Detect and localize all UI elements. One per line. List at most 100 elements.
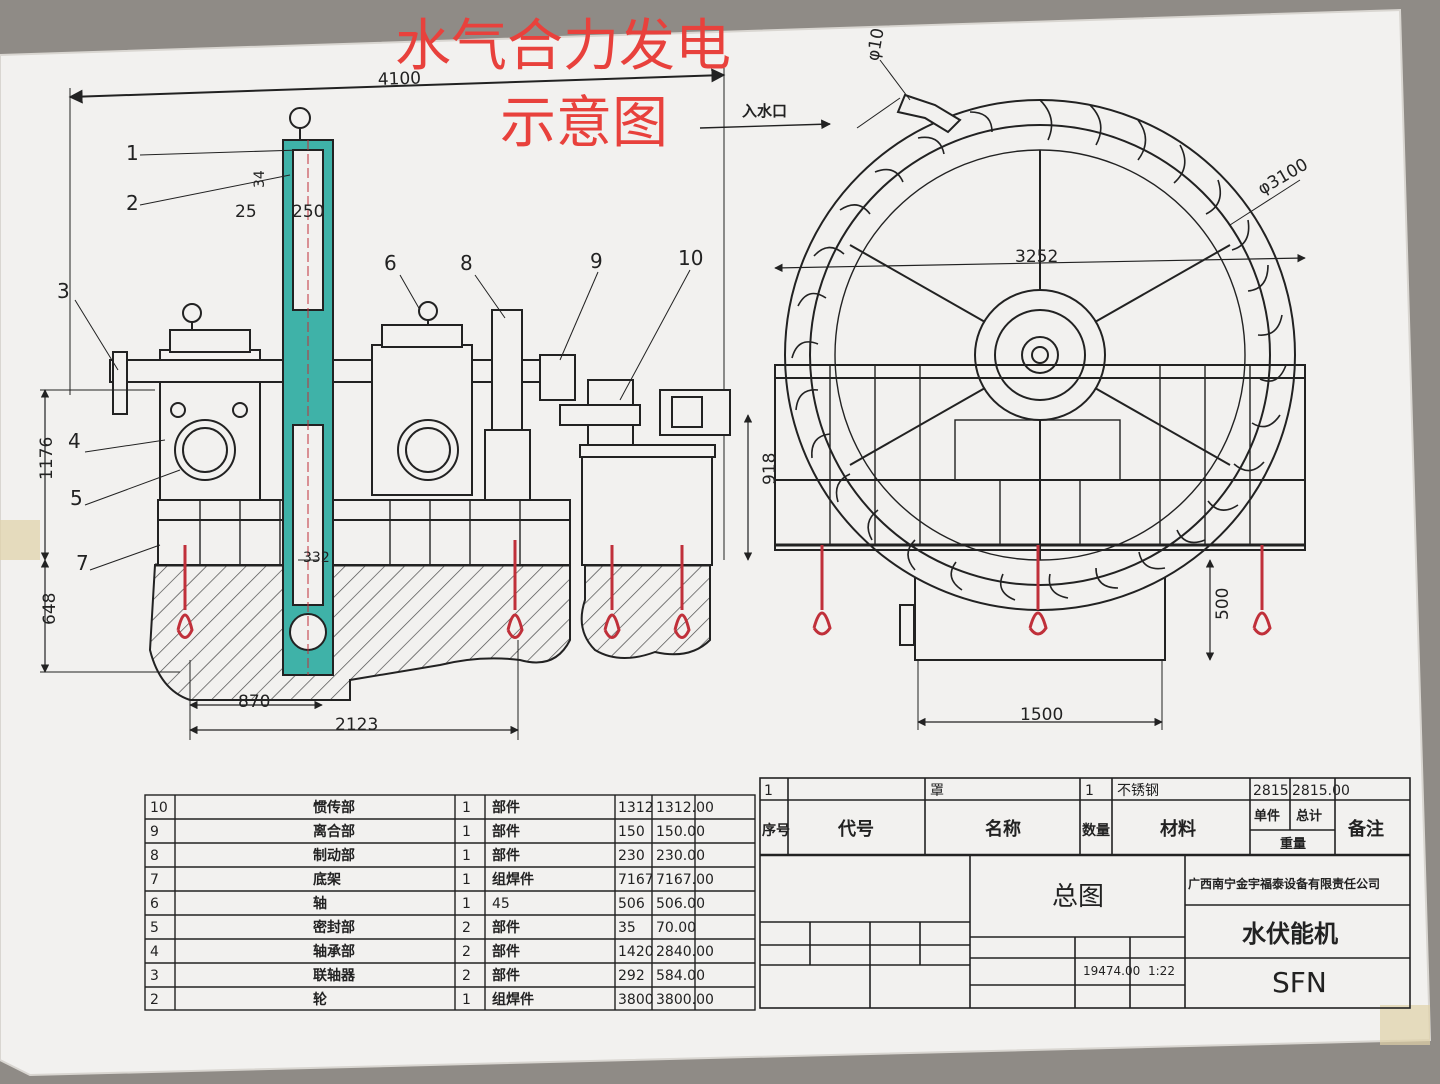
parts-table <box>144 794 756 1011</box>
row-unit: 230 <box>618 848 645 864</box>
row-qty: 1 <box>462 824 471 840</box>
row-name: 轮 <box>313 991 327 1008</box>
callout-9: 9 <box>590 249 603 273</box>
row-name: 底架 <box>313 871 341 888</box>
row-material: 组焊件 <box>492 991 534 1008</box>
dim-overall-width: 4100 <box>377 68 421 89</box>
dim-870: 870 <box>238 692 270 712</box>
brake-unit <box>491 309 523 431</box>
callout-4: 4 <box>68 429 81 453</box>
tb-row1-unit: 2815 <box>1253 783 1289 799</box>
row-material: 45 <box>492 896 510 912</box>
callout-8: 8 <box>460 251 473 275</box>
side-view <box>40 68 753 740</box>
row-no: 4 <box>150 944 159 960</box>
row-material: 部件 <box>492 847 520 864</box>
dim-25: 25 <box>235 202 257 222</box>
dimension-labels: 4100 34 25 250 1176 648 332 870 2123 918… <box>37 27 1312 735</box>
callout-numbers: 1 2 3 4 5 6 7 8 9 10 <box>57 141 703 575</box>
anchor-bolt-3 <box>603 545 621 639</box>
row-no: 3 <box>150 968 159 984</box>
frame-bolt-1 <box>812 545 832 636</box>
table-row: 3 联轴器 2 部件 292 584.00 <box>150 967 705 984</box>
tb-header-remark: 备注 <box>1347 818 1384 840</box>
row-no: 7 <box>150 872 159 888</box>
callout-7: 7 <box>76 551 89 575</box>
table-row: 5 密封部 2 部件 35 70.00 <box>150 919 696 936</box>
callout-6: 6 <box>384 251 397 275</box>
base-frame <box>157 499 571 566</box>
title-block-text: 1 罩 1 不锈钢 2815 2815.00 序号 代号 名称 数量 材料 单件… <box>762 783 1384 999</box>
row-qty: 1 <box>462 992 471 1008</box>
callout-5: 5 <box>70 486 83 510</box>
row-unit: 1420 <box>618 944 654 960</box>
row-unit: 1312 <box>618 800 654 816</box>
frame-bolt-3 <box>1252 545 1272 636</box>
row-material: 部件 <box>492 967 520 984</box>
row-name: 密封部 <box>312 919 355 936</box>
callout-1: 1 <box>126 141 139 165</box>
tb-drawing-title: 总图 <box>1052 882 1104 912</box>
row-no: 2 <box>150 992 159 1008</box>
foundation-right <box>580 564 711 660</box>
dim-918: 918 <box>760 453 780 485</box>
row-material: 部件 <box>492 823 520 840</box>
red-annotation: 水气合力发电 示意图 <box>395 14 731 156</box>
wheel-rim <box>809 124 1271 586</box>
front-view <box>774 59 1306 730</box>
row-unit: 150 <box>618 824 645 840</box>
row-qty: 2 <box>462 944 471 960</box>
row-total: 1312.00 <box>656 800 714 816</box>
tb-code: SFN <box>1272 966 1327 999</box>
tb-row1-total: 2815.00 <box>1292 783 1350 799</box>
anchor-bolt-4 <box>673 545 691 639</box>
dim-3252: 3252 <box>1015 247 1058 267</box>
tape-left <box>0 520 40 560</box>
clutch <box>539 354 576 401</box>
row-name: 轴承部 <box>313 943 355 960</box>
row-no: 5 <box>150 920 159 936</box>
row-total: 230.00 <box>656 848 705 864</box>
annotation-line2: 示意图 <box>500 91 668 156</box>
callout-2: 2 <box>126 191 139 215</box>
tb-header-code: 代号 <box>837 819 874 840</box>
anchor-bolt-2 <box>506 540 524 639</box>
dim-2123: 2123 <box>335 715 378 735</box>
row-name: 惯传部 <box>313 799 355 816</box>
row-total: 3800.00 <box>656 992 714 1008</box>
tb-row1-no: 1 <box>764 783 773 799</box>
foundation-left <box>148 564 571 701</box>
row-material: 组焊件 <box>492 871 534 888</box>
tb-row1-qty: 1 <box>1085 783 1094 799</box>
row-total: 7167.00 <box>656 872 714 888</box>
parts-table-text: 10 惯传部 1 部件 1312 1312.00 9 离合部 1 部件 150 … <box>150 799 714 1008</box>
row-name: 轴 <box>313 895 327 912</box>
row-qty: 1 <box>462 872 471 888</box>
table-row: 10 惯传部 1 部件 1312 1312.00 <box>150 799 714 816</box>
inlet-arrow <box>699 119 831 130</box>
row-total: 506.00 <box>656 896 705 912</box>
row-unit: 3800 <box>618 992 654 1008</box>
tb-header-weight: 重量 <box>1280 836 1306 852</box>
row-name: 制动部 <box>313 847 355 864</box>
row-no: 10 <box>150 800 168 816</box>
coupling-left <box>112 351 128 415</box>
dim-34: 34 <box>252 170 268 188</box>
inlet-pipe <box>896 93 962 134</box>
tape-bottom-right <box>1380 1005 1430 1045</box>
row-name: 联轴器 <box>313 967 356 984</box>
row-total: 2840.00 <box>656 944 714 960</box>
row-name: 离合部 <box>313 823 355 840</box>
frame-bolt-2 <box>1028 545 1048 636</box>
tb-row1-material: 不锈钢 <box>1117 783 1159 799</box>
table-row: 9 离合部 1 部件 150 150.00 <box>150 823 705 840</box>
drive-stand <box>581 454 713 566</box>
dim-648: 648 <box>40 593 60 625</box>
row-qty: 1 <box>462 800 471 816</box>
tb-header-qty: 数量 <box>1082 822 1110 839</box>
row-no: 8 <box>150 848 159 864</box>
tb-scale-value: 1:22 <box>1148 964 1175 978</box>
row-total: 150.00 <box>656 824 705 840</box>
